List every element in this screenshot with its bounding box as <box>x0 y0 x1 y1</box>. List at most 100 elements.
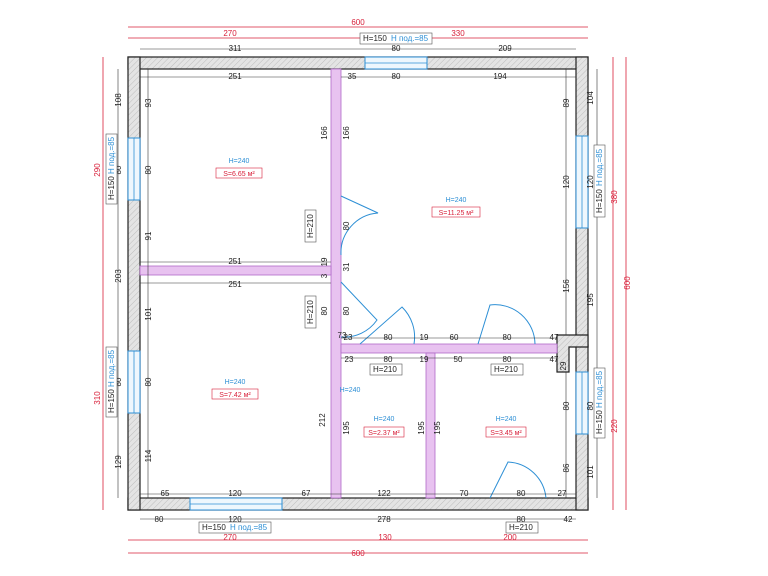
tag-left-lower-sill: Н под.=85 <box>107 349 116 387</box>
dim-bot-278: 278 <box>377 515 391 524</box>
interior-partitions <box>139 68 558 499</box>
dim-corr-47a: 47 <box>550 333 559 342</box>
dim-right-120b: 120 <box>586 175 595 189</box>
tag-right-upper-h150: H=150 <box>595 189 604 213</box>
room5-height: H=240 <box>496 416 517 423</box>
dim-room3-width: 251 <box>228 280 242 289</box>
tag-top-sill: Н под.=85 <box>391 34 429 43</box>
dim-top-right: 330 <box>451 29 465 38</box>
tag-right-upper-sill: Н под.=85 <box>595 148 604 186</box>
tag-left-upper-h150: H=150 <box>107 176 116 200</box>
exterior-walls <box>127 56 589 511</box>
dim-bottom-left: 270 <box>223 533 237 542</box>
tag-door2-h210: H=210 <box>306 300 315 324</box>
dim-right-101: 101 <box>586 465 595 479</box>
dim-bot-80c: 80 <box>517 515 526 524</box>
dim-bath-195c: 195 <box>433 421 442 435</box>
room2-height: H=240 <box>446 197 467 204</box>
dim-corr-50: 50 <box>454 355 463 364</box>
dim-part-80b: 80 <box>320 306 329 315</box>
dim-corr-80b: 80 <box>503 333 512 342</box>
door-swing-5 <box>489 461 547 499</box>
dim-right-120a: 120 <box>562 175 571 189</box>
dim-bot-70: 70 <box>460 489 469 498</box>
dim-part-80a: 80 <box>342 221 351 230</box>
dim-top-inner-35: 35 <box>348 72 357 81</box>
tag-right-lower-h150: H=150 <box>595 410 604 434</box>
door-swing-1 <box>340 195 379 256</box>
dim-left-top: 290 <box>93 163 102 177</box>
dim-bath-195a: 195 <box>342 421 351 435</box>
dim-left-bottom: 310 <box>93 391 102 405</box>
dim-left-114: 114 <box>144 449 153 462</box>
wall-top <box>127 56 589 70</box>
dim-top-total: 600 <box>351 18 365 27</box>
tag-door5-h210: H=210 <box>509 523 533 532</box>
dim-corr-19a: 19 <box>420 333 429 342</box>
dim-right-top: 380 <box>610 190 619 204</box>
dim-top-inner-194: 194 <box>493 72 507 81</box>
room5-area: S=3.45 м² <box>490 430 522 437</box>
dim-right-86: 86 <box>562 463 571 472</box>
dim-right-104: 104 <box>586 91 595 105</box>
dim-corr-80c: 80 <box>384 355 393 364</box>
dim-left-108: 108 <box>114 93 123 107</box>
room2-area: S=11.25 м² <box>439 210 475 217</box>
dim-top-left: 270 <box>223 29 237 38</box>
dim-top-wall-right: 209 <box>498 44 512 53</box>
dim-corr-19b: 19 <box>420 355 429 364</box>
windows <box>127 56 589 511</box>
dim-bot-65: 65 <box>161 489 170 498</box>
dim-corr-60: 60 <box>450 333 459 342</box>
dim-left-80a: 80 <box>114 165 123 174</box>
red-dimension-lines <box>102 26 627 554</box>
room1-height: H=240 <box>229 158 250 165</box>
tag-right-lower-sill: Н под.=85 <box>595 370 604 408</box>
doors <box>340 195 547 499</box>
dim-top-wall-window: 80 <box>392 44 401 53</box>
dim-bottom-mid: 130 <box>378 533 392 542</box>
room4-height: H=240 <box>374 416 395 423</box>
wall-left <box>127 56 141 511</box>
wall-step <box>556 334 589 373</box>
dim-top-inner-80: 80 <box>392 72 401 81</box>
dim-bot-42: 42 <box>564 515 573 524</box>
dim-left-91: 91 <box>144 231 153 240</box>
partition-bath-a <box>425 352 436 499</box>
dim-right-80b: 80 <box>586 401 595 410</box>
dim-right-80a: 80 <box>562 401 571 410</box>
dim-bottom-right: 200 <box>503 533 517 542</box>
dim-left-129: 129 <box>114 455 123 469</box>
dim-part-166a: 166 <box>320 126 329 140</box>
dim-left-101: 101 <box>144 307 153 321</box>
dim-right-89: 89 <box>562 98 571 107</box>
dim-left-80b: 80 <box>144 165 153 174</box>
dim-corr-80d: 80 <box>503 355 512 364</box>
partition-horizontal-left <box>139 265 332 276</box>
tag-bottom-h150: H=150 <box>202 523 226 532</box>
dim-part-31: 31 <box>342 262 351 271</box>
dim-left-80d: 80 <box>144 377 153 386</box>
dim-left-80c: 80 <box>114 377 123 386</box>
door-swing-3 <box>359 306 416 345</box>
dim-part-166b: 166 <box>342 126 351 140</box>
dim-corr-23b: 23 <box>345 355 354 364</box>
room3-area: S=7.42 м² <box>219 392 251 399</box>
dim-part-19: 19 <box>320 257 329 266</box>
window-tags: H=150 Н под.=85 H=150 Н под.=85 H=150 Н … <box>105 32 606 534</box>
dim-bot-27: 27 <box>558 489 567 498</box>
dim-right-bottom: 220 <box>610 419 619 433</box>
tag-top-h150: H=150 <box>363 34 387 43</box>
dim-part-3: 3 <box>320 273 329 278</box>
dim-bot-122: 122 <box>377 489 391 498</box>
dim-top-wall-left: 311 <box>229 44 242 53</box>
tag-door1-h210: H=210 <box>306 214 315 238</box>
room-labels: H=240 S=6.65 м² H=240 S=11.25 м² H=240 S… <box>211 158 527 438</box>
tag-left-upper-sill: Н под.=85 <box>107 136 116 174</box>
dim-corr-80a: 80 <box>384 333 393 342</box>
dim-bot-80a: 80 <box>517 489 526 498</box>
interior-dimension-labels: 311 80 209 251 35 80 194 251 251 65 120 … <box>114 44 595 524</box>
dim-right-195: 195 <box>586 293 595 307</box>
dim-bot-67: 67 <box>302 489 311 498</box>
dim-bottom-total: 600 <box>351 549 365 558</box>
